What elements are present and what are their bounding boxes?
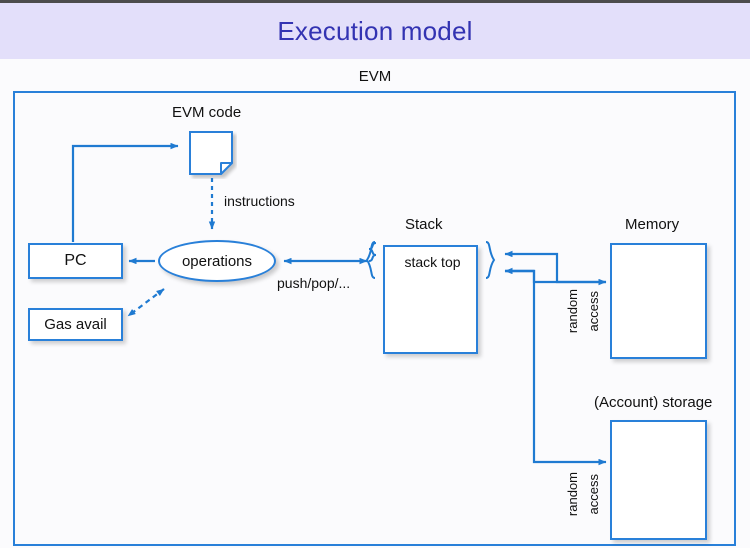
evm-code-document-icon (189, 131, 233, 175)
document-icon (189, 131, 233, 175)
memory-box[interactable] (610, 243, 707, 359)
stack-label: Stack (405, 216, 443, 233)
page-title: Execution model (277, 16, 473, 46)
top-edge-bar (0, 0, 750, 3)
gas-avail-box[interactable]: Gas avail (28, 308, 123, 341)
instructions-edge-label: instructions (224, 193, 295, 209)
pc-box[interactable]: PC (28, 243, 123, 279)
memory-label: Memory (625, 216, 680, 233)
stack-box[interactable]: stack top (383, 245, 478, 354)
evm-container-label: EVM (358, 68, 392, 85)
storage-access-label: access (586, 474, 601, 515)
memory-random-label: random (565, 289, 580, 334)
operations-ellipse[interactable]: operations (158, 240, 276, 282)
storage-box[interactable] (610, 420, 707, 540)
stack-top-label: stack top (404, 254, 461, 270)
pc-label: PC (64, 252, 87, 269)
push-pop-edge-label: push/pop/... (277, 275, 351, 291)
storage-label: (Account) storage (594, 394, 713, 411)
evm-container-frame (13, 91, 736, 546)
memory-access-label: access (586, 291, 601, 332)
storage-random-label: random (565, 472, 580, 517)
gas-avail-label: Gas avail (44, 316, 107, 333)
title-banner: Execution model (0, 3, 750, 59)
operations-label: operations (181, 252, 253, 270)
evm-code-label: EVM code (172, 104, 242, 121)
